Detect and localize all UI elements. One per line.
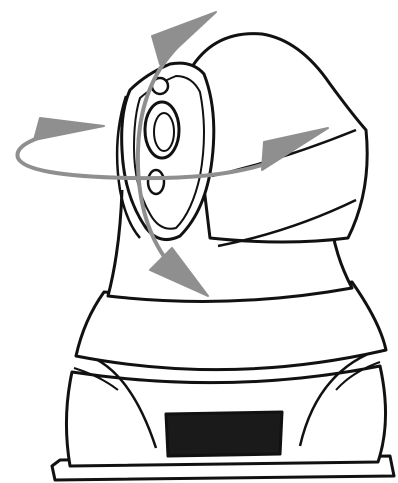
camera-face-inner xyxy=(132,74,205,230)
camera-base-left-rim xyxy=(73,367,119,391)
camera-head-seam-lower xyxy=(217,198,357,248)
camera-face-rim xyxy=(115,95,141,239)
camera-lens-inner xyxy=(153,112,175,152)
pan-arrow-head-right xyxy=(261,127,329,171)
camera-port xyxy=(164,410,284,458)
tilt-arrow-head-bottom xyxy=(149,247,209,297)
camera-sensor-bottom xyxy=(146,168,166,196)
camera-base-right-rim xyxy=(335,361,381,391)
tilt-arrow-path xyxy=(135,38,186,264)
tilt-arrow-head-top xyxy=(151,11,217,65)
pan-arrow-head-left xyxy=(33,117,105,141)
pan-arrow-path xyxy=(15,126,278,181)
